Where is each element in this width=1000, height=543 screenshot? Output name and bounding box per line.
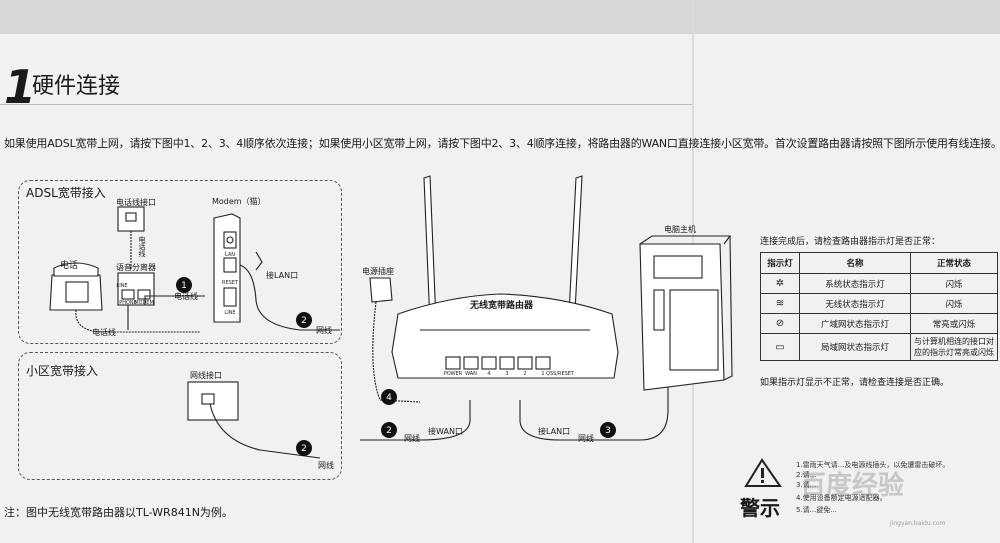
- warning-item: 1.雷雨天气请...及电源线插头，以免遭雷击破坏。: [796, 461, 950, 469]
- warning-item: 4.使用设备额定电源适配器。: [796, 494, 887, 502]
- phone-jack: [117, 206, 145, 232]
- indicator-footer: 如果指示灯显示不正常，请检查连接是否正确。: [760, 378, 950, 388]
- splitter-label-phone: PHONE: [119, 300, 137, 306]
- splitter-label-line: LINE: [116, 283, 127, 289]
- monitor-icon: ▭: [760, 333, 800, 361]
- step-2-marker-router: 2: [386, 426, 392, 436]
- power-socket: [369, 277, 393, 303]
- title-rule: [0, 104, 692, 105]
- modem-to-lan-label: 接LAN口: [266, 271, 299, 280]
- step-2-marker-community: 2: [301, 444, 307, 454]
- telephone: [49, 274, 103, 311]
- modem-label: Modem（猫）: [212, 197, 266, 206]
- indicator-state: 闪烁: [910, 273, 998, 294]
- sun-icon: ✲: [760, 273, 800, 294]
- telephone-label: 电话: [60, 261, 79, 271]
- pc-tower: [639, 243, 725, 391]
- indicator-table-header: 指示灯 名称 正常状态: [760, 252, 998, 274]
- phone-jack-socket: [125, 212, 137, 222]
- header-state: 正常状态: [910, 252, 998, 274]
- port-label-4: 4: [487, 371, 490, 377]
- warning-icon: [744, 458, 782, 487]
- adsl-cable-label: 网线: [316, 326, 332, 335]
- phone-line-label-2: 电话线: [92, 328, 116, 337]
- warning-item: 5.请...避免...: [796, 506, 838, 514]
- pc-cable-label: 网线: [578, 434, 594, 443]
- step-4-marker: 4: [386, 393, 392, 403]
- indicator-state: 常亮或闪烁: [910, 313, 998, 334]
- adsl-box: [18, 180, 342, 344]
- wifi-icon: ≋: [760, 293, 800, 314]
- to-wan-label: 接WAN口: [428, 427, 463, 436]
- table-row: ▭ 局域网状态指示灯 与计算机相连的接口对应的指示灯常亮或闪烁: [760, 333, 998, 361]
- phone-jack-label: 电话线接口: [116, 198, 156, 207]
- watermark-url: jingyan.baidu.com: [890, 520, 946, 527]
- port-label-qss: QSS/RESET: [546, 371, 575, 377]
- warning-item: 2.请...: [796, 471, 817, 479]
- power-socket-label: 电源插座: [362, 267, 394, 276]
- port-label-power: POWER: [444, 371, 463, 377]
- indicator-name: 广域网状态指示灯: [799, 313, 911, 334]
- top-band: [0, 0, 1000, 34]
- header-indicator: 指示灯: [760, 252, 800, 274]
- globe-icon: ⊘: [760, 313, 800, 334]
- phone-line-vertical-label: 电话线: [138, 236, 146, 257]
- community-cable-label: 网线: [318, 461, 334, 470]
- step-1-marker: 1: [181, 281, 187, 291]
- port-label-2: 2: [523, 371, 526, 377]
- indicator-table: 指示灯 名称 正常状态 ✲ 系统状态指示灯 闪烁 ≋ 无线状态指示灯 闪烁 ⊘ …: [760, 252, 998, 361]
- router-name-label: 无线宽带路由器: [470, 301, 534, 311]
- community-title: 小区宽带接入: [26, 364, 99, 378]
- warning-title: 警示: [740, 496, 780, 520]
- adsl-title: ADSL宽带接入: [26, 186, 106, 200]
- port-label-1: 1: [541, 371, 544, 377]
- pc-label: 电脑主机: [664, 225, 696, 234]
- modem: [213, 213, 241, 323]
- indicator-state: 与计算机相连的接口对应的指示灯常亮或闪烁: [910, 333, 998, 361]
- indicator-state: 闪烁: [910, 293, 998, 314]
- indicator-name: 系统状态指示灯: [799, 273, 911, 294]
- table-row: ✲ 系统状态指示灯 闪烁: [760, 273, 998, 294]
- intro-text: 如果使用ADSL宽带上网，请按下图中1、2、3、4顺序依次连接；如果使用小区宽带…: [4, 137, 1000, 150]
- indicator-name: 局域网状态指示灯: [799, 333, 911, 361]
- warning-item: 3.请...: [796, 481, 817, 489]
- splitter-label-modem: MODEM: [134, 300, 154, 306]
- to-lan-label: 接LAN口: [538, 427, 571, 436]
- phone-line-label: 电话线: [174, 292, 198, 301]
- community-box: [18, 352, 342, 480]
- router-cable-label: 网线: [404, 434, 420, 443]
- table-row: ≋ 无线状态指示灯 闪烁: [760, 293, 998, 314]
- header-name: 名称: [799, 252, 911, 274]
- indicator-name: 无线状态指示灯: [799, 293, 911, 314]
- modem-port-reset: RESET: [222, 280, 239, 286]
- table-row: ⊘ 广域网状态指示灯 常亮或闪烁: [760, 313, 998, 334]
- splitter: [117, 272, 155, 306]
- community-jack-label: 网线接口: [190, 371, 222, 380]
- modem-port-lan: LAN: [225, 252, 235, 258]
- step-2-marker-adsl: 2: [301, 316, 307, 326]
- section-number: 1: [4, 60, 37, 114]
- splitter-label: 语音分离器: [116, 263, 156, 272]
- port-label-3: 3: [505, 371, 508, 377]
- indicator-intro: 连接完成后，请检查路由器指示灯是否正常：: [760, 237, 941, 247]
- modem-port-line: LINE: [224, 310, 235, 316]
- section-title: 硬件连接: [32, 74, 121, 99]
- port-label-wan: WAN: [465, 371, 477, 377]
- watermark: 百度经验: [800, 471, 905, 501]
- step-3-marker: 3: [605, 426, 611, 436]
- footnote: 注：图中无线宽带路由器以TL-WR841N为例。: [4, 506, 233, 519]
